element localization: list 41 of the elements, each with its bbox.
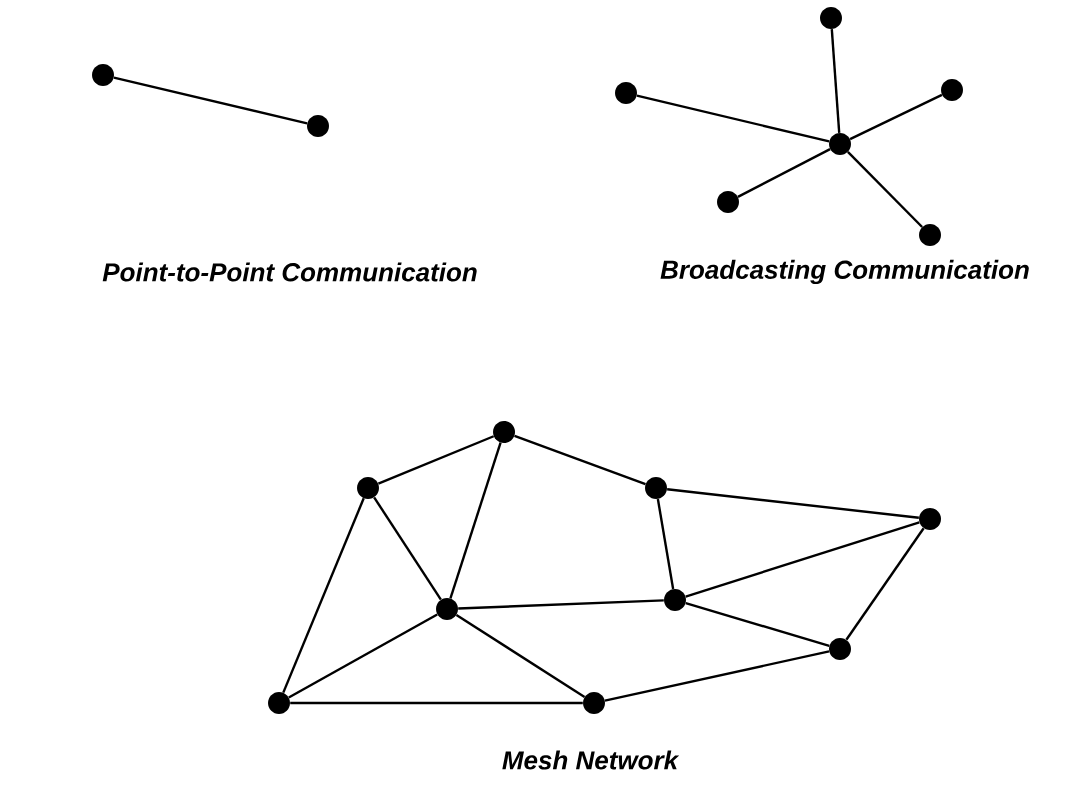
link-line <box>288 613 438 699</box>
network-node <box>268 692 290 714</box>
link-line <box>847 151 923 228</box>
link-line <box>604 650 830 702</box>
network-node <box>919 508 941 530</box>
network-node <box>645 477 667 499</box>
link-line <box>845 527 925 641</box>
link-line <box>290 701 583 705</box>
link-line <box>685 521 920 598</box>
network-node <box>493 421 515 443</box>
link-line <box>373 496 442 601</box>
link-line <box>377 435 495 485</box>
link-line <box>449 442 502 599</box>
network-node <box>615 82 637 104</box>
link-line <box>636 94 830 143</box>
network-node <box>941 79 963 101</box>
caption: Broadcasting Communication <box>660 259 1029 285</box>
link-line <box>667 488 919 519</box>
caption: Mesh Network <box>502 750 680 770</box>
link-line <box>514 434 646 486</box>
network-node <box>717 191 739 213</box>
link-line <box>737 148 831 198</box>
network-node <box>583 692 605 714</box>
link-line <box>849 93 943 141</box>
network-node <box>820 7 842 29</box>
network-node <box>829 133 851 155</box>
link-line <box>458 599 664 610</box>
network-node <box>357 477 379 499</box>
link-line <box>656 498 675 590</box>
link-line <box>685 602 830 647</box>
caption: Point-to-Point Communication <box>102 262 477 282</box>
network-node <box>92 64 114 86</box>
network-node <box>307 115 329 137</box>
link-line <box>830 29 841 133</box>
link-line <box>455 614 586 698</box>
network-node <box>829 638 851 660</box>
link-line <box>113 76 308 125</box>
link-line <box>282 497 365 694</box>
network-node <box>664 589 686 611</box>
network-node <box>436 598 458 620</box>
network-node <box>919 224 941 246</box>
